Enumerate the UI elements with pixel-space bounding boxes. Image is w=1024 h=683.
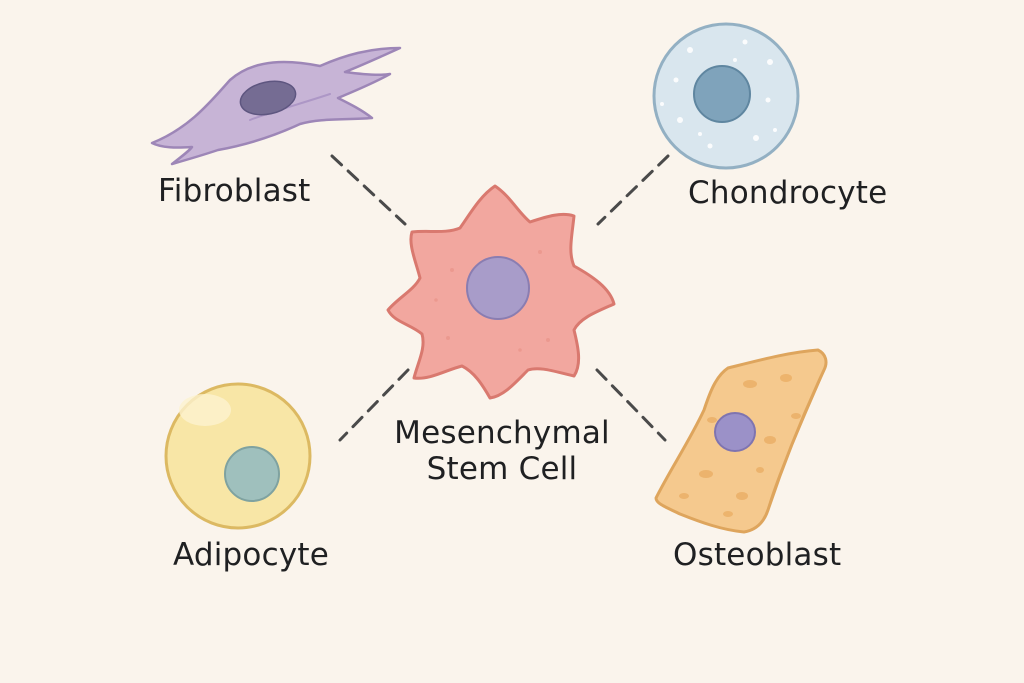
label-osteoblast: Osteoblast [673, 537, 842, 573]
label-chondrocyte: Chondrocyte [688, 175, 888, 211]
stem-cell-nucleus [466, 256, 530, 320]
chondrocyte-nucleus [693, 65, 751, 123]
label-fibroblast: Fibroblast [158, 173, 311, 209]
chondrocyte-cell [652, 22, 800, 170]
fibroblast-cell [150, 46, 402, 166]
connector-adipocyte [338, 368, 410, 442]
connectors [330, 154, 670, 442]
connector-chondrocyte [596, 154, 670, 226]
osteoblast-nucleus [714, 412, 756, 452]
center-label-line2: Stem Cell [426, 450, 578, 487]
osteoblast-cell [654, 348, 828, 534]
stem-cell [386, 184, 616, 400]
center-label-line1: Mesenchymal [394, 415, 610, 451]
fibroblast-nucleus [239, 80, 297, 116]
label-mesenchymal-stem-cell: Mesenchymal Stem Cell [382, 415, 622, 487]
connector-osteoblast [595, 368, 667, 442]
connector-fibroblast [330, 154, 407, 226]
adipocyte-cell [164, 382, 312, 530]
adipocyte-nucleus [224, 446, 280, 502]
label-adipocyte: Adipocyte [173, 537, 330, 573]
